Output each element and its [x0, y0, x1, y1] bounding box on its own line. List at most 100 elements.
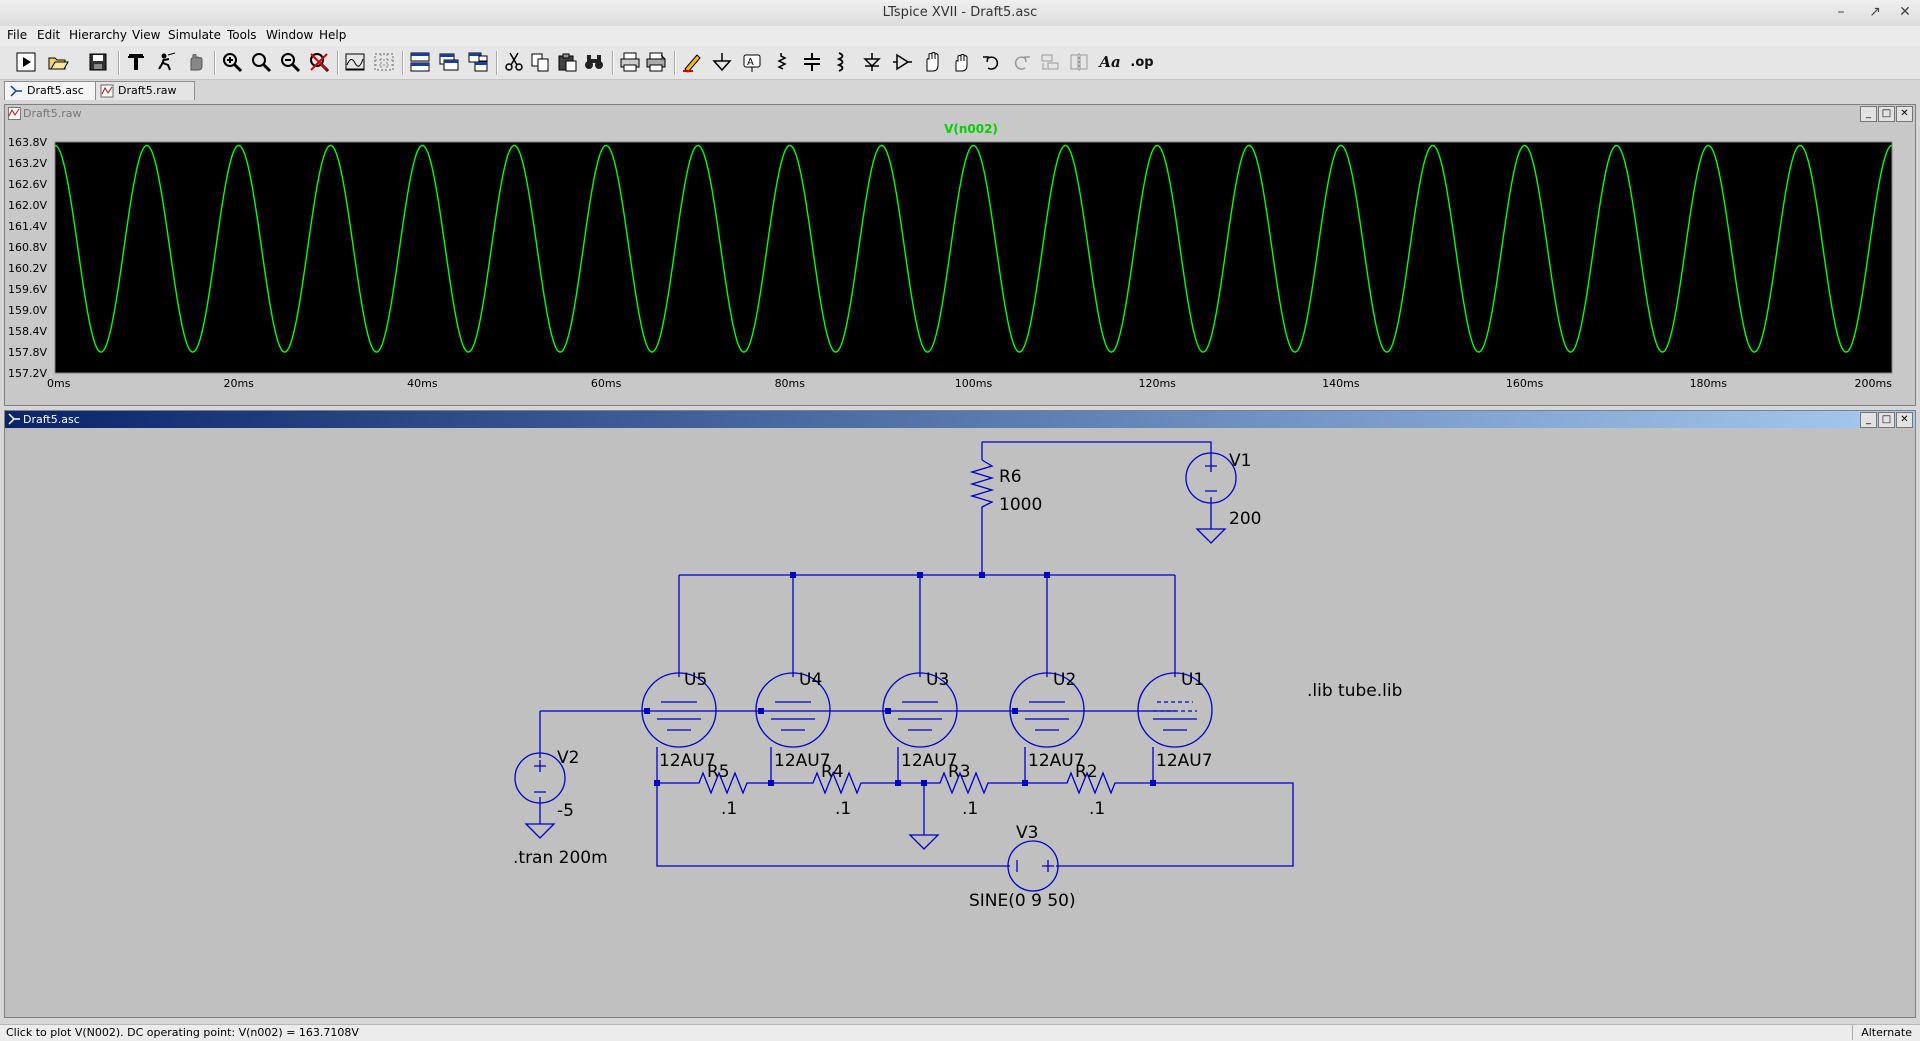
cut-icon[interactable] [502, 50, 526, 74]
menu-view[interactable]: View [132, 28, 161, 42]
label-r6-ref[interactable]: R6 [999, 467, 1022, 487]
zoom-cancel-icon[interactable] [307, 50, 331, 74]
menu-file[interactable]: File [7, 28, 28, 42]
tube-u3[interactable] [882, 672, 958, 748]
autorange-icon[interactable] [343, 50, 367, 74]
close-icon[interactable]: ✕ [1896, 412, 1913, 428]
ground-symbol-r3[interactable] [908, 834, 940, 850]
ground-symbol-v1[interactable] [1195, 528, 1227, 544]
label-u5-ref[interactable]: U5 [684, 670, 707, 690]
resistor-r6[interactable] [969, 459, 995, 511]
diode-icon[interactable] [860, 50, 884, 74]
undo-icon[interactable] [980, 50, 1004, 74]
menu-tools[interactable]: Tools [227, 28, 257, 42]
print-icon[interactable] [618, 50, 642, 74]
voltage-source-v3[interactable] [1007, 840, 1059, 892]
label-v1-value[interactable]: 200 [1229, 509, 1261, 529]
label-net-icon[interactable]: A [740, 50, 764, 74]
tile-vertical-icon[interactable] [437, 50, 461, 74]
restore-icon[interactable]: □ [1878, 106, 1895, 122]
label-u3-value[interactable]: 12AU7 [901, 751, 958, 771]
redo-icon[interactable] [1009, 50, 1033, 74]
ground-symbol-v2[interactable] [524, 823, 556, 839]
label-r4-value[interactable]: .1 [835, 799, 851, 819]
resistor-r4[interactable] [771, 771, 898, 795]
find-icon[interactable] [582, 50, 606, 74]
save-icon[interactable] [86, 50, 110, 74]
label-r4-ref[interactable]: R4 [821, 762, 844, 782]
plot-area[interactable] [54, 141, 1893, 374]
run-icon[interactable] [14, 50, 38, 74]
tube-u4[interactable] [755, 672, 831, 748]
label-u5-value[interactable]: 12AU7 [659, 751, 716, 771]
resistor-r2[interactable] [1025, 771, 1153, 795]
label-v3-value[interactable]: SINE(0 9 50) [969, 891, 1076, 911]
tile-horizontal-icon[interactable] [408, 50, 432, 74]
zoom-in-icon[interactable] [220, 50, 244, 74]
restore-icon[interactable]: □ [1878, 412, 1895, 428]
text-icon[interactable]: Aa [1099, 53, 1121, 71]
paste-icon[interactable] [555, 50, 579, 74]
label-u4-value[interactable]: 12AU7 [774, 751, 831, 771]
close-icon[interactable]: ✕ [1896, 106, 1913, 122]
voltage-source-v2[interactable] [514, 752, 566, 804]
tube-u5[interactable] [641, 672, 717, 748]
label-r5-ref[interactable]: R5 [707, 762, 730, 782]
resistor-icon[interactable] [770, 50, 794, 74]
label-v3-ref[interactable]: V3 [1016, 823, 1038, 843]
directive-tran[interactable]: .tran 200m [513, 848, 608, 868]
halt-icon[interactable] [154, 50, 178, 74]
inductor-icon[interactable] [830, 50, 854, 74]
menu-simulate[interactable]: Simulate [168, 28, 222, 42]
waveform-plot[interactable]: V(n002) 163.8V163.2V162.6V162.0V161.4V16… [5, 122, 1915, 404]
tube-u2[interactable] [1009, 672, 1085, 748]
spice-directive-icon[interactable]: .op [1130, 54, 1154, 70]
close-button[interactable]: ✕ [1899, 4, 1911, 20]
menu-window[interactable]: Window [266, 28, 314, 42]
resistor-r5[interactable] [657, 771, 771, 795]
cascade-icon[interactable] [466, 50, 490, 74]
tab-draft5-raw[interactable]: Draft5.raw [95, 81, 195, 100]
minimize-icon[interactable]: _ [1860, 412, 1877, 428]
label-u1-ref[interactable]: U1 [1181, 670, 1204, 690]
label-u2-value[interactable]: 12AU7 [1028, 751, 1085, 771]
wire-v1[interactable] [982, 441, 1212, 529]
label-v1-ref[interactable]: V1 [1229, 451, 1251, 471]
minimize-button[interactable]: – [1837, 4, 1845, 20]
label-u3-ref[interactable]: U3 [926, 670, 949, 690]
label-r2-value[interactable]: .1 [1089, 799, 1105, 819]
copy-icon[interactable] [528, 50, 552, 74]
component-icon[interactable] [890, 50, 914, 74]
pan-icon[interactable] [184, 50, 208, 74]
move-icon[interactable] [920, 50, 944, 74]
zoom-out-icon[interactable] [278, 50, 302, 74]
drag-icon[interactable] [950, 50, 974, 74]
open-icon[interactable] [46, 50, 70, 74]
menu-help[interactable]: Help [319, 28, 347, 42]
label-r2-ref[interactable]: R2 [1075, 762, 1098, 782]
capacitor-icon[interactable] [800, 50, 824, 74]
schematic-canvas[interactable]: R6 1000 V1 200 U5 U4 U3 U2 U1 12AU7 12AU… [7, 430, 1911, 1014]
mirror-icon[interactable] [1067, 50, 1091, 74]
maximize-button[interactable]: ↗ [1869, 4, 1881, 20]
tab-draft5-asc[interactable]: Draft5.asc [4, 81, 96, 100]
menu-hierarchy[interactable]: Hierarchy [69, 28, 128, 42]
wire-v3-loop[interactable] [656, 782, 1294, 867]
label-v2-value[interactable]: -5 [557, 801, 574, 821]
directive-lib[interactable]: .lib tube.lib [1307, 681, 1402, 701]
label-r5-value[interactable]: .1 [721, 799, 737, 819]
print-setup-icon[interactable] [644, 50, 668, 74]
grid-icon[interactable] [372, 50, 396, 74]
label-r6-value[interactable]: 1000 [999, 495, 1042, 515]
label-u1-value[interactable]: 12AU7 [1156, 751, 1213, 771]
ground-icon[interactable] [710, 50, 734, 74]
label-v2-ref[interactable]: V2 [557, 748, 579, 768]
menu-edit[interactable]: Edit [37, 28, 61, 42]
label-u4-ref[interactable]: U4 [799, 670, 822, 690]
minimize-icon[interactable]: _ [1860, 106, 1877, 122]
draw-wire-icon[interactable] [680, 50, 704, 74]
resistor-r3[interactable] [898, 771, 1025, 795]
plate-bus[interactable] [678, 574, 1176, 677]
rotate-icon[interactable] [1038, 50, 1062, 74]
control-panel-icon[interactable] [124, 50, 148, 74]
